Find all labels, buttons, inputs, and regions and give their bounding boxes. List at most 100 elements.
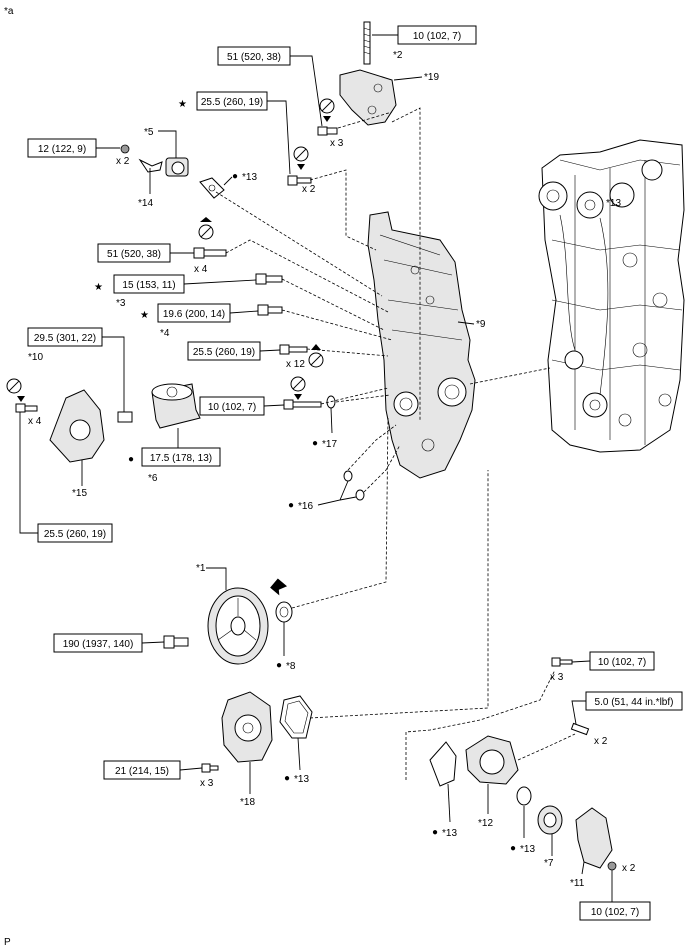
svg-text:x 3: x 3 — [330, 138, 344, 149]
footer-label: P — [4, 937, 11, 948]
svg-text:19.6 (200, 14): 19.6 (200, 14) — [163, 309, 225, 320]
svg-text:★: ★ — [140, 310, 149, 321]
svg-text:25.5 (260, 19): 25.5 (260, 19) — [201, 97, 263, 108]
o-rings-16-part — [343, 470, 365, 501]
svg-text:★: ★ — [94, 282, 103, 293]
svg-text:x 2: x 2 — [622, 863, 636, 874]
torque-spec-10-mid: 10 (102, 7) — [199, 396, 285, 416]
svg-text:*13: *13 — [520, 844, 535, 855]
torque-spec-10-right-bottom: 10 (102, 7) — [579, 870, 651, 921]
svg-text:●: ● — [288, 500, 294, 511]
svg-text:*12: *12 — [478, 818, 493, 829]
install-direction-arrow-icon — [270, 578, 288, 596]
cover-bolt-star-part — [287, 175, 312, 186]
svg-text:x 3: x 3 — [550, 672, 564, 683]
torque-spec-196: ★ 19.6 (200, 14) — [140, 303, 259, 323]
clamp-part — [138, 158, 163, 173]
svg-text:17.5 (178, 13): 17.5 (178, 13) — [150, 453, 212, 464]
svg-text:x 2: x 2 — [302, 184, 316, 195]
svg-text:10 (102, 7): 10 (102, 7) — [598, 657, 646, 668]
svg-text:15 (153, 11): 15 (153, 11) — [122, 280, 175, 291]
do-not-reuse-icon — [6, 378, 25, 402]
svg-text:*15: *15 — [72, 488, 87, 499]
svg-text:●: ● — [232, 171, 238, 182]
svg-text:12 (122, 9): 12 (122, 9) — [38, 144, 86, 155]
sensor-part — [165, 157, 189, 177]
svg-text:x 2: x 2 — [116, 156, 130, 167]
svg-text:10 (102, 7): 10 (102, 7) — [413, 31, 461, 42]
engine-mount-bracket-part — [339, 69, 397, 126]
svg-text:●: ● — [432, 827, 438, 838]
svg-text:*13: *13 — [242, 172, 257, 183]
corner-label: *a — [4, 6, 14, 17]
torque-spec-10-right-top: 10 (102, 7) — [571, 651, 655, 671]
bolt-196-part — [257, 304, 283, 316]
bolt-255-mid-part — [279, 344, 308, 355]
water-inlet-part — [575, 807, 613, 869]
torque-spec-295: 29.5 (301, 22) — [27, 327, 125, 412]
svg-text:51 (520, 38): 51 (520, 38) — [107, 249, 161, 260]
svg-text:★: ★ — [178, 99, 187, 110]
pulley-bolt-part — [163, 635, 189, 649]
torque-spec-bracket-bolt: 51 (520, 38) — [217, 46, 323, 127]
torque-spec-255-mid: 25.5 (260, 19) — [187, 341, 281, 361]
crankshaft-pulley-part — [207, 587, 269, 665]
torque-spec-175: ● 17.5 (178, 13) — [128, 428, 221, 467]
stud-bolt-part — [363, 21, 371, 65]
bolt-10-right-part — [551, 657, 573, 667]
do-not-reuse-icon — [308, 344, 324, 368]
svg-text:10 (102, 7): 10 (102, 7) — [208, 402, 256, 413]
svg-text:●: ● — [276, 660, 282, 671]
thermostat-gasket-part — [516, 786, 532, 806]
bolt-10-mid-part — [283, 399, 322, 410]
bracket-bolt-part — [317, 126, 338, 136]
projection-lines — [215, 107, 576, 780]
svg-text:●: ● — [284, 773, 290, 784]
svg-text:*18: *18 — [240, 797, 255, 808]
timing-chain-cover-part — [367, 211, 476, 479]
svg-text:●: ● — [510, 843, 516, 854]
quantity-labels: x 3 x 2 x 2 x 4 x 12 x 4 x 3 x 2 x 3 x 2 — [28, 138, 636, 874]
oil-filter-bracket-part — [49, 389, 105, 463]
svg-text:*9: *9 — [476, 319, 486, 330]
do-not-reuse-icon — [319, 98, 335, 122]
svg-text:*1: *1 — [196, 563, 206, 574]
svg-text:*16: *16 — [298, 501, 313, 512]
torque-spec-star-255-top: ★ 25.5 (260, 19) — [178, 91, 291, 175]
nut-right-part — [607, 861, 617, 871]
torque-spec-255-bottom: 25.5 (260, 19) — [19, 412, 113, 543]
water-inlet-housing-part — [465, 735, 519, 785]
torque-spec-stud-top: 10 (102, 7) — [372, 25, 477, 45]
bolt-10-left-part — [15, 403, 38, 413]
svg-text:*11: *11 — [570, 878, 585, 889]
svg-text:25.5 (260, 19): 25.5 (260, 19) — [193, 347, 255, 358]
torque-spec-21: 21 (214, 15) — [103, 760, 203, 780]
gasket-13d-part — [429, 741, 457, 787]
svg-text:10 (102, 7): 10 (102, 7) — [591, 907, 639, 918]
engine-block-illustration — [538, 139, 685, 453]
svg-text:25.5 (260, 19): 25.5 (260, 19) — [44, 529, 106, 540]
svg-text:x 3: x 3 — [200, 778, 214, 789]
svg-text:*14: *14 — [138, 198, 153, 209]
torque-spec-190: 190 (1937, 140) — [53, 633, 165, 653]
do-not-reuse-icon — [293, 146, 309, 170]
nut-part — [120, 144, 130, 154]
svg-text:*19: *19 — [424, 72, 439, 83]
svg-text:*10: *10 — [28, 352, 43, 363]
union-bolt-part — [117, 411, 133, 423]
svg-text:x 12: x 12 — [286, 359, 305, 370]
svg-text:*7: *7 — [544, 858, 554, 869]
torque-spec-51-mid: 51 (520, 38) — [97, 243, 194, 263]
svg-text:21 (214, 15): 21 (214, 15) — [115, 766, 169, 777]
svg-text:*6: *6 — [148, 473, 158, 484]
svg-text:*5: *5 — [144, 127, 154, 138]
svg-text:*17: *17 — [322, 439, 337, 450]
pump-bolt-part — [201, 763, 219, 773]
svg-text:*13: *13 — [442, 828, 457, 839]
svg-text:5.0 (51, 44 in.*lbf): 5.0 (51, 44 in.*lbf) — [595, 697, 674, 708]
svg-text:x 2: x 2 — [594, 736, 608, 747]
svg-text:*3: *3 — [116, 298, 126, 309]
torque-spec-15: ★ 15 (153, 11) — [94, 274, 257, 294]
water-pump-part — [221, 691, 273, 763]
